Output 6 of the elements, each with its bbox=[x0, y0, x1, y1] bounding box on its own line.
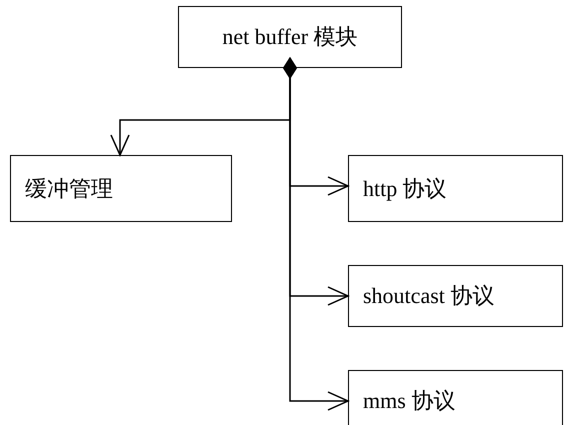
process-box: http 协议 bbox=[348, 155, 563, 222]
process-box: 缓冲管理 bbox=[10, 155, 232, 222]
process-box: shoutcast 协议 bbox=[348, 265, 563, 327]
process-box: mms 协议 bbox=[348, 370, 563, 425]
module-box: net buffer 模块 bbox=[178, 6, 402, 68]
connector-arrow bbox=[283, 57, 349, 411]
